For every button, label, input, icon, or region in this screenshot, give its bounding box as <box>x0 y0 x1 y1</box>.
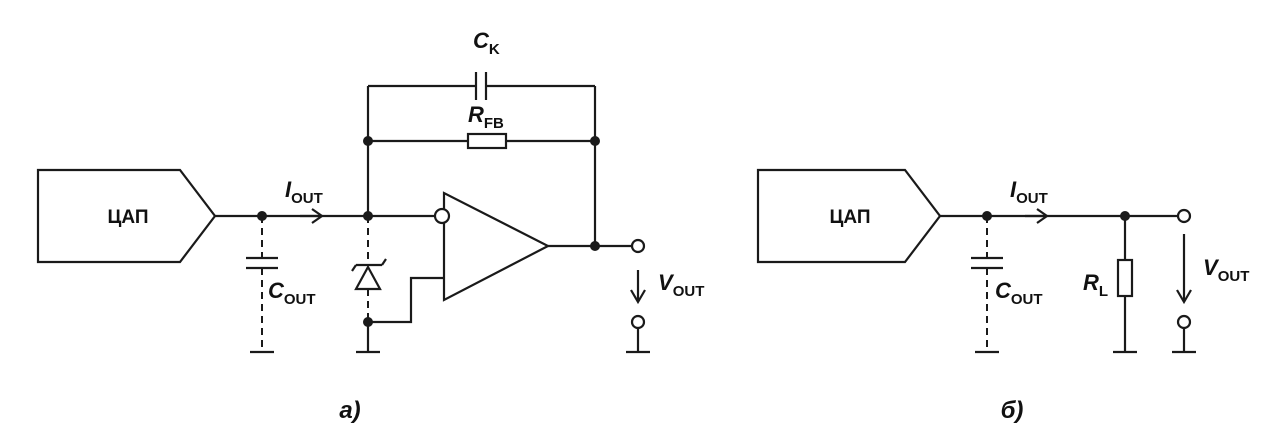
diode-a <box>351 216 387 322</box>
rl-label-b: RL <box>1083 270 1108 300</box>
rfb-resistor-a <box>368 132 595 150</box>
current-arrow-a <box>300 208 324 224</box>
iout-label-a: IOUT <box>285 177 323 207</box>
ck-label-a: CK <box>473 28 500 58</box>
diagram-b: ЦАП IOUT COUT RL VOUT б) <box>756 168 1249 424</box>
current-arrow-b <box>1025 208 1049 224</box>
dac-block-a: ЦАП <box>36 168 217 264</box>
cout-label-a: COUT <box>268 278 316 308</box>
return-terminal-a <box>630 314 646 330</box>
cout-capacitor-b <box>971 216 1003 354</box>
rl-resistor-b <box>1113 216 1137 354</box>
vout-label-a: VOUT <box>658 270 704 300</box>
return-terminal-b <box>1176 314 1192 330</box>
inverting-input-a <box>433 207 451 225</box>
ck-capacitor-a <box>368 72 595 100</box>
output-terminal-b <box>1176 208 1192 224</box>
diagram-a: ЦАП IOUT COUT CK <box>36 28 704 424</box>
cout-capacitor-a <box>246 216 278 354</box>
cout-label-b: COUT <box>995 278 1043 308</box>
dac-label-a: ЦАП <box>107 207 148 228</box>
dac-block-b: ЦАП <box>756 168 942 264</box>
rfb-label-a: RFB <box>468 102 504 132</box>
opamp-a <box>368 191 551 324</box>
dac-label-b: ЦАП <box>829 207 870 228</box>
caption-b: б) <box>1001 397 1024 424</box>
vout-label-b: VOUT <box>1203 255 1249 285</box>
iout-label-b: IOUT <box>1010 177 1048 207</box>
caption-a: а) <box>339 397 360 424</box>
output-terminal-a <box>630 238 646 254</box>
